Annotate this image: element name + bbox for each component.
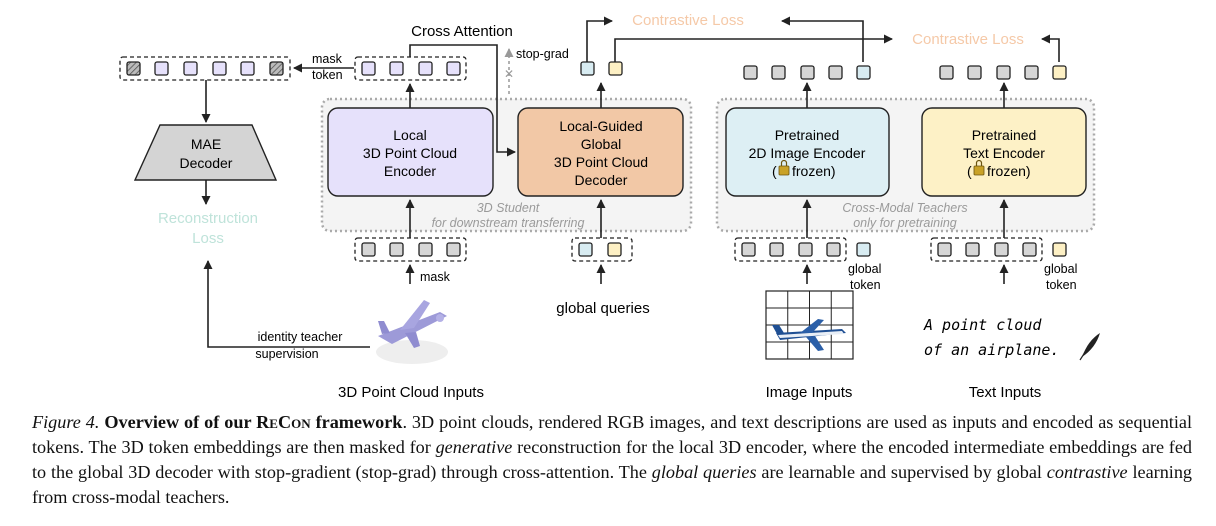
- image-input-tokens: [734, 237, 871, 262]
- mask-label: mask: [420, 270, 451, 284]
- image-encoder-paren: (: [772, 163, 777, 179]
- text-encoder-label-1: Pretrained: [972, 127, 1037, 143]
- recon-framework-diagram: mask token MAE Decoder Reconstruction Lo…: [119, 12, 1100, 401]
- global-decoder-label-2: Global: [581, 136, 621, 152]
- caption-contrastive: contrastive: [1046, 462, 1128, 482]
- image-encoder-label-2: 2D Image Encoder: [749, 145, 866, 161]
- text-prompt-line-2: of an airplane.: [924, 341, 1059, 359]
- input-txt-label: Text Inputs: [969, 384, 1042, 401]
- mae-decoder-label-2: Decoder: [180, 155, 233, 171]
- global-decoder-label-4: Decoder: [575, 172, 628, 188]
- text-input-tokens: [930, 237, 1067, 262]
- contrastive-arrow-right-1: [781, 16, 864, 62]
- caption-sentence-3: are learnable and supervised by global: [761, 462, 1042, 482]
- cross-attention-label: Cross Attention: [411, 23, 513, 40]
- global-token-img-label-1: global: [848, 262, 881, 276]
- local-encoder-label-3: Encoder: [384, 163, 436, 179]
- global-queries-label: global queries: [556, 300, 649, 317]
- caption-sentence-1: . 3D point clouds, rendered RGB images, …: [32, 412, 1193, 457]
- global-token-txt-label-1: global: [1044, 262, 1077, 276]
- caption-sentence-2: reconstruction for the local 3D encoder,…: [32, 437, 1193, 482]
- caption-figure-number: Figure 4.: [32, 412, 100, 432]
- local-encoder-label-2: 3D Point Cloud: [363, 145, 457, 161]
- lock-icon: [973, 159, 985, 176]
- contrastive-arrow-left-1: [586, 16, 613, 62]
- image-output-tokens: [743, 65, 871, 80]
- global-decoder-label-3: 3D Point Cloud: [554, 154, 648, 170]
- mask-token-row: [119, 56, 291, 81]
- decoder-output-token-text: [608, 61, 623, 76]
- input-pc-label: 3D Point Cloud Inputs: [338, 384, 484, 401]
- global-query-tokens: [571, 237, 633, 262]
- caption-sentence-4: learning from cross-modal teachers.: [32, 462, 1193, 507]
- figure-caption: Figure 4. Overview of of our ReCon frame…: [32, 410, 1192, 510]
- quill-pen-icon: [1079, 333, 1100, 361]
- text-encoder-label-2: Text Encoder: [963, 145, 1045, 161]
- image-encoder-label-1: Pretrained: [775, 127, 840, 143]
- input-img-label: Image Inputs: [766, 384, 853, 401]
- lock-icon: [778, 159, 790, 176]
- contrastive-loss-label-1: Contrastive Loss: [632, 12, 744, 29]
- mae-decoder-label-1: MAE: [191, 136, 221, 152]
- text-encoder-paren: (: [967, 163, 972, 179]
- caption-title-post: framework: [315, 412, 403, 432]
- stop-grad-label: stop-grad: [516, 47, 569, 61]
- local-encoder-label-1: Local: [393, 127, 426, 143]
- identity-teacher-label-2: supervision: [255, 347, 318, 361]
- identity-teacher-label-1: identity teacher: [258, 330, 343, 344]
- caption-title-brand: ReCon: [256, 412, 311, 432]
- stop-grad-cross-icon: ✕: [504, 67, 514, 81]
- text-output-tokens: [939, 65, 1067, 80]
- encoder-input-tokens: [354, 237, 467, 262]
- text-encoder-label-3: frozen): [987, 163, 1031, 179]
- teachers-label-2: only for pretraining: [853, 216, 957, 230]
- point-cloud-airplane-image: [376, 300, 448, 364]
- contrastive-arrow-left-2: [614, 34, 893, 62]
- student-label-1: 3D Student: [477, 201, 540, 215]
- global-decoder-label-1: Local-Guided: [559, 118, 642, 134]
- caption-title-pre: Overview of of our: [104, 412, 252, 432]
- global-token-txt-label-2: token: [1046, 278, 1077, 292]
- mask-token-label-1: mask: [312, 52, 343, 66]
- mae-decoder-block: [133, 124, 278, 181]
- reconstruction-loss-label-1: Reconstruction: [158, 210, 258, 227]
- mask-token-label-2: token: [312, 68, 343, 82]
- contrastive-loss-label-2: Contrastive Loss: [912, 31, 1024, 48]
- cross-attention-arrow: [409, 44, 516, 157]
- contrastive-arrow-right-2: [1041, 34, 1060, 62]
- image-encoder-label-3: frozen): [792, 163, 836, 179]
- identity-teacher-arrow: [203, 260, 370, 348]
- encoder-output-tokens: [354, 56, 467, 81]
- image-input-grid: [765, 290, 854, 360]
- caption-generative: generative: [435, 437, 513, 457]
- caption-title: Overview of of our ReCon framework: [104, 412, 402, 432]
- text-prompt-line-1: A point cloud: [923, 316, 1042, 334]
- decoder-output-token-image: [580, 61, 595, 76]
- global-token-img-label-2: token: [850, 278, 881, 292]
- caption-global-queries: global queries: [651, 462, 757, 482]
- reconstruction-loss-label-2: Loss: [192, 230, 224, 247]
- airplane-photo: [772, 319, 846, 351]
- teachers-label-1: Cross-Modal Teachers: [842, 201, 967, 215]
- student-label-2: for downstream transferring: [432, 216, 585, 230]
